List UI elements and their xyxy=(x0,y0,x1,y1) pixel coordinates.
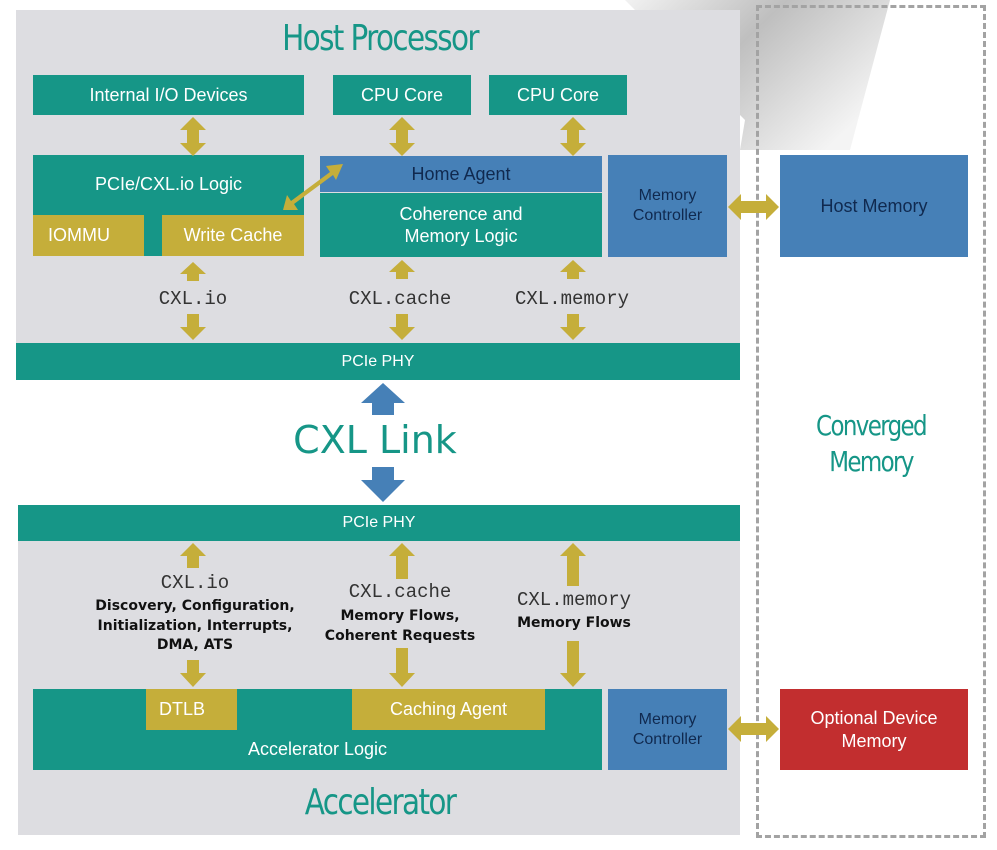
accel-cxl-io-desc-line-1: Discovery, Configuration, xyxy=(95,598,295,614)
accel-cxl-io-desc-line-2: Initialization, Interrupts, xyxy=(97,617,293,634)
host-cxl-memory-label: CXL.memory xyxy=(514,288,630,310)
accelerator-title: Accelerator xyxy=(304,782,457,823)
accel-cxl-cache-label: CXL.cache xyxy=(348,581,452,603)
caching-agent-block: Caching Agent xyxy=(352,689,545,730)
accel-cxl-io-label: CXL.io xyxy=(160,572,230,594)
coherence-memory-logic-block: Coherence and Memory Logic xyxy=(320,193,602,257)
accel-cxl-io-desc: Discovery, Configuration, Initialization… xyxy=(75,597,315,656)
converged-memory-region xyxy=(756,5,986,838)
converged-memory-title: Converged Memory xyxy=(777,408,966,481)
accel-cxl-memory-desc-line-1: Memory Flows xyxy=(517,615,631,631)
internal-io-devices-block: Internal I/O Devices xyxy=(33,75,304,115)
host-processor-title: Host Processor xyxy=(282,18,479,59)
host-pcie-phy-block: PCIe PHY xyxy=(16,343,740,380)
accel-cxl-cache-desc-line-1: Memory Flows, xyxy=(340,608,460,624)
converged-memory-title-line-1: Converged xyxy=(816,409,928,442)
accelerator-panel xyxy=(18,505,740,835)
accel-cxl-cache-desc: Memory Flows, Coherent Requests xyxy=(310,607,490,646)
converged-memory-title-line-2: Memory xyxy=(829,445,914,479)
home-agent-block: Home Agent xyxy=(320,156,602,192)
accel-cxl-io-desc-line-3: DMA, ATS xyxy=(156,637,234,654)
host-cxl-io-label: CXL.io xyxy=(158,288,228,310)
write-cache-block: Write Cache xyxy=(162,215,304,256)
iommu-block: IOMMU xyxy=(33,215,144,256)
optional-device-memory-block: Optional Device Memory xyxy=(780,689,968,770)
accel-memory-controller-block: Memory Controller xyxy=(608,689,727,770)
host-cxl-cache-label: CXL.cache xyxy=(348,288,452,310)
dtlb-block: DTLB xyxy=(146,689,237,730)
pcie-cxl-io-logic-label: PCIe/CXL.io Logic xyxy=(94,173,243,194)
accelerator-pcie-phy-block: PCIe PHY xyxy=(18,505,740,541)
cxl-link-label: CXL Link xyxy=(293,418,457,462)
accel-cxl-memory-desc: Memory Flows xyxy=(494,614,654,634)
host-memory-controller-block: Memory Controller xyxy=(608,155,727,257)
accel-cxl-memory-label: CXL.memory xyxy=(516,589,632,611)
cpu-core-block-2: CPU Core xyxy=(489,75,627,115)
host-memory-block: Host Memory xyxy=(780,155,968,257)
accelerator-logic-label: Accelerator Logic xyxy=(247,739,388,760)
cpu-core-block-1: CPU Core xyxy=(333,75,471,115)
accel-cxl-cache-desc-line-2: Coherent Requests xyxy=(324,627,476,644)
